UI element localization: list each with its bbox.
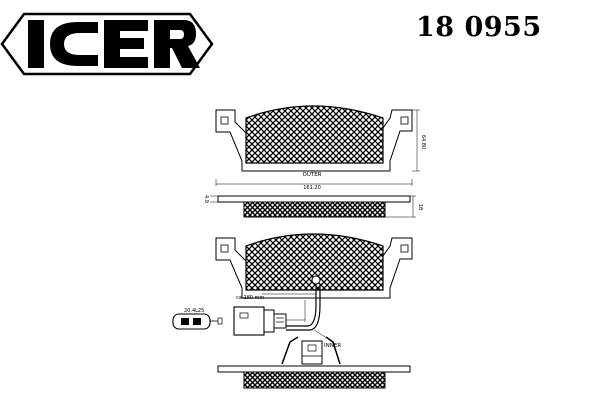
retaining-clip [281, 336, 341, 365]
icer-logo [0, 12, 214, 76]
outer-label: OUTER [302, 172, 321, 178]
inner-pad [215, 233, 413, 299]
pad-height-dimension: 64.80 [412, 109, 426, 172]
connector-code-label: 20.4L25 [184, 308, 204, 314]
wire-length-label: ca 280 mm [236, 295, 264, 301]
wear-sensor-connector [233, 306, 287, 336]
friction-thickness-label: 18 [417, 204, 423, 210]
pad-width-label: 161.20 [303, 185, 321, 191]
outer-pad [215, 105, 413, 172]
inner-label: INNER [324, 343, 341, 349]
pad-height-label: 64.80 [420, 135, 426, 149]
pad-side-profile: 4.9 18 [203, 195, 423, 218]
part-number: 18 0955 [416, 12, 542, 43]
pad-width-dimension: 161.20 [215, 179, 413, 191]
inner-pad-side-profile [217, 365, 411, 389]
backplate-thickness-label: 4.9 [203, 195, 209, 203]
connector-end-view: 20.4L25 [172, 308, 223, 330]
